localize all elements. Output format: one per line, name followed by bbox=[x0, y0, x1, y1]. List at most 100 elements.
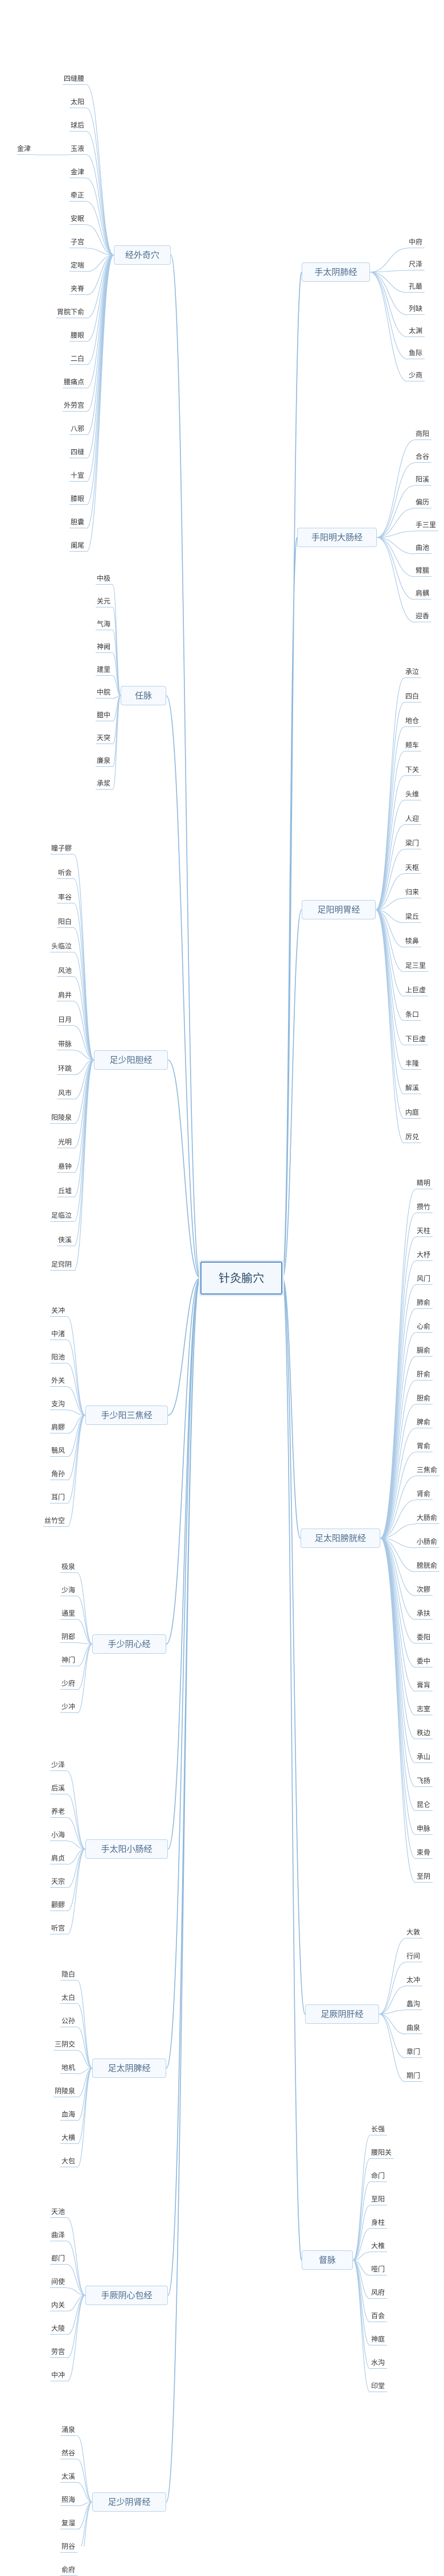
leaf-ssyxj[interactable]: 少府 bbox=[60, 1679, 77, 1690]
leaf-zjygj[interactable]: 行间 bbox=[405, 1951, 422, 1962]
leaf-zsysj[interactable]: 侠溪 bbox=[57, 1235, 74, 1246]
leaf-ztypgj[interactable]: 心俞 bbox=[416, 1322, 433, 1333]
leaf-ztypgj[interactable]: 攒竹 bbox=[416, 1202, 433, 1213]
leaf-ztypgj[interactable]: 风门 bbox=[416, 1274, 433, 1285]
leaf-styxcj[interactable]: 小海 bbox=[50, 1830, 67, 1841]
leaf-jwqx[interactable]: 二白 bbox=[69, 354, 87, 365]
leaf-zymwj[interactable]: 颊车 bbox=[404, 741, 421, 751]
leaf-zjygj[interactable]: 曲泉 bbox=[405, 2023, 422, 2034]
branch-styxcj[interactable]: 手太阳小肠经 bbox=[85, 1839, 168, 1859]
leaf-styfj[interactable]: 中府 bbox=[408, 237, 425, 248]
leaf-zsysj2[interactable]: 涌泉 bbox=[60, 2425, 77, 2436]
leaf-zymwj[interactable]: 天枢 bbox=[404, 863, 421, 874]
branch-ssysj[interactable]: 手少阳三焦经 bbox=[85, 1406, 168, 1425]
leaf-ztypgj[interactable]: 飞扬 bbox=[416, 1776, 433, 1787]
leaf-ssysj[interactable]: 中渚 bbox=[50, 1329, 67, 1340]
leaf-zymwj[interactable]: 丰隆 bbox=[404, 1059, 421, 1070]
leaf-zsysj2[interactable]: 然谷 bbox=[60, 2448, 77, 2459]
leaf-ztypj[interactable]: 地机 bbox=[60, 2063, 77, 2074]
branch-syddcj[interactable]: 手阳明大肠经 bbox=[297, 528, 377, 547]
leaf-ztypgj[interactable]: 胆俞 bbox=[416, 1394, 433, 1404]
leaf-sjyxbj[interactable]: 曲泽 bbox=[50, 2230, 67, 2241]
leaf-syddcj[interactable]: 肩髃 bbox=[414, 589, 431, 599]
leaf-sjyxbj[interactable]: 大陵 bbox=[50, 2324, 67, 2335]
leaf-zymwj[interactable]: 人迎 bbox=[404, 814, 421, 825]
leaf-zsysj2[interactable]: 俞府 bbox=[60, 2565, 77, 2576]
branch-dumai[interactable]: 督脉 bbox=[302, 2250, 353, 2270]
leaf-jwqx[interactable]: 玉液 bbox=[69, 144, 87, 155]
leaf-dumai[interactable]: 腰阳关 bbox=[370, 2148, 394, 2159]
branch-zymwj[interactable]: 足阳明胃经 bbox=[302, 900, 376, 919]
leaf-ztypj[interactable]: 太白 bbox=[60, 1993, 77, 2004]
leaf-renmai[interactable]: 气海 bbox=[96, 619, 113, 630]
leaf-syddcj[interactable]: 迎香 bbox=[414, 611, 431, 622]
leaf-syddcj[interactable]: 阳溪 bbox=[414, 475, 431, 486]
branch-ztypj[interactable]: 足太阴脾经 bbox=[92, 2059, 166, 2078]
leaf-zymwj[interactable]: 内庭 bbox=[404, 1108, 421, 1119]
leaf-ssyxj[interactable]: 神门 bbox=[60, 1655, 77, 1666]
leaf-sjyxbj[interactable]: 间使 bbox=[50, 2277, 67, 2288]
leaf-jwqx[interactable]: 子宫 bbox=[69, 237, 87, 248]
leaf-ztypgj[interactable]: 承山 bbox=[416, 1752, 433, 1763]
leaf-zymwj[interactable]: 下巨虚 bbox=[404, 1034, 428, 1045]
branch-styfj[interactable]: 手太阴肺经 bbox=[302, 262, 370, 282]
leaf-styfj[interactable]: 列缺 bbox=[408, 304, 425, 315]
root-node[interactable]: 针灸腧穴 bbox=[200, 1262, 282, 1295]
leaf-styxcj[interactable]: 颧髎 bbox=[50, 1900, 67, 1911]
branch-zjygj[interactable]: 足厥阴肝经 bbox=[305, 2004, 379, 2024]
leaf-zjygj[interactable]: 大敦 bbox=[405, 1928, 422, 1938]
leaf-syddcj[interactable]: 手三里 bbox=[414, 520, 438, 531]
leaf-dumai[interactable]: 长强 bbox=[370, 2125, 387, 2135]
leaf-jwqx[interactable]: 牵正 bbox=[69, 191, 87, 202]
leaf-ztypj[interactable]: 阴陵泉 bbox=[54, 2086, 77, 2097]
leaf-zjygj[interactable]: 章门 bbox=[405, 2047, 422, 2058]
branch-renmai[interactable]: 任脉 bbox=[121, 686, 166, 705]
subleaf-jwqx[interactable]: 金津 bbox=[17, 144, 34, 155]
leaf-zsysj[interactable]: 环跳 bbox=[57, 1064, 74, 1075]
leaf-jwqx[interactable]: 金津 bbox=[69, 167, 87, 178]
leaf-renmai[interactable]: 关元 bbox=[96, 597, 113, 607]
leaf-jwqx[interactable]: 外劳宫 bbox=[63, 401, 87, 412]
leaf-zsysj2[interactable]: 阴谷 bbox=[60, 2542, 77, 2553]
leaf-ssysj[interactable]: 肩髎 bbox=[50, 1423, 67, 1433]
branch-zsysj2[interactable]: 足少阴肾经 bbox=[92, 2492, 166, 2512]
leaf-zsysj[interactable]: 丘墟 bbox=[57, 1186, 74, 1197]
leaf-zjygj[interactable]: 太冲 bbox=[405, 1975, 422, 1986]
leaf-jwqx[interactable]: 膝眼 bbox=[69, 494, 87, 505]
leaf-zsysj[interactable]: 足临泣 bbox=[50, 1211, 74, 1222]
leaf-ssyxj[interactable]: 极泉 bbox=[60, 1562, 77, 1573]
leaf-ssysj[interactable]: 外关 bbox=[50, 1376, 67, 1387]
leaf-ztypgj[interactable]: 束骨 bbox=[416, 1848, 433, 1859]
leaf-dumai[interactable]: 风府 bbox=[370, 2288, 387, 2299]
leaf-zsysj[interactable]: 阳白 bbox=[57, 917, 74, 928]
leaf-styxcj[interactable]: 养老 bbox=[50, 1807, 67, 1818]
leaf-zsysj[interactable]: 风池 bbox=[57, 966, 74, 977]
leaf-zsysj[interactable]: 率谷 bbox=[57, 893, 74, 903]
leaf-dumai[interactable]: 大椎 bbox=[370, 2241, 387, 2252]
leaf-zymwj[interactable]: 承泣 bbox=[404, 667, 421, 678]
leaf-ztypgj[interactable]: 天柱 bbox=[416, 1226, 433, 1237]
leaf-ztypgj[interactable]: 膀胱俞 bbox=[416, 1561, 439, 1572]
leaf-zymwj[interactable]: 厉兑 bbox=[404, 1132, 421, 1143]
leaf-ssysj[interactable]: 耳门 bbox=[50, 1493, 67, 1503]
leaf-dumai[interactable]: 命门 bbox=[370, 2171, 387, 2182]
leaf-ssyxj[interactable]: 少海 bbox=[60, 1585, 77, 1596]
leaf-zymwj[interactable]: 梁丘 bbox=[404, 912, 421, 923]
leaf-zsysj[interactable]: 足窍阴 bbox=[50, 1260, 74, 1271]
leaf-ztypgj[interactable]: 肝俞 bbox=[416, 1370, 433, 1381]
leaf-jwqx[interactable]: 四缝腰 bbox=[63, 74, 87, 85]
leaf-ssysj[interactable]: 支沟 bbox=[50, 1399, 67, 1410]
leaf-jwqx[interactable]: 定喘 bbox=[69, 261, 87, 272]
leaf-renmai[interactable]: 中脘 bbox=[96, 688, 113, 699]
leaf-ztypgj[interactable]: 次髎 bbox=[416, 1585, 433, 1596]
leaf-zymwj[interactable]: 犊鼻 bbox=[404, 936, 421, 947]
leaf-zsysj[interactable]: 光明 bbox=[57, 1137, 74, 1148]
leaf-ztypgj[interactable]: 志室 bbox=[416, 1704, 433, 1715]
leaf-zsysj[interactable]: 头临泣 bbox=[50, 942, 74, 952]
leaf-ssysj[interactable]: 丝竹空 bbox=[43, 1516, 67, 1527]
leaf-zsysj[interactable]: 听会 bbox=[57, 868, 74, 879]
leaf-ssysj[interactable]: 翳风 bbox=[50, 1446, 67, 1457]
leaf-ztypgj[interactable]: 脾俞 bbox=[416, 1418, 433, 1428]
leaf-syddcj[interactable]: 偏历 bbox=[414, 498, 431, 508]
leaf-ztypj[interactable]: 大包 bbox=[60, 2156, 77, 2167]
